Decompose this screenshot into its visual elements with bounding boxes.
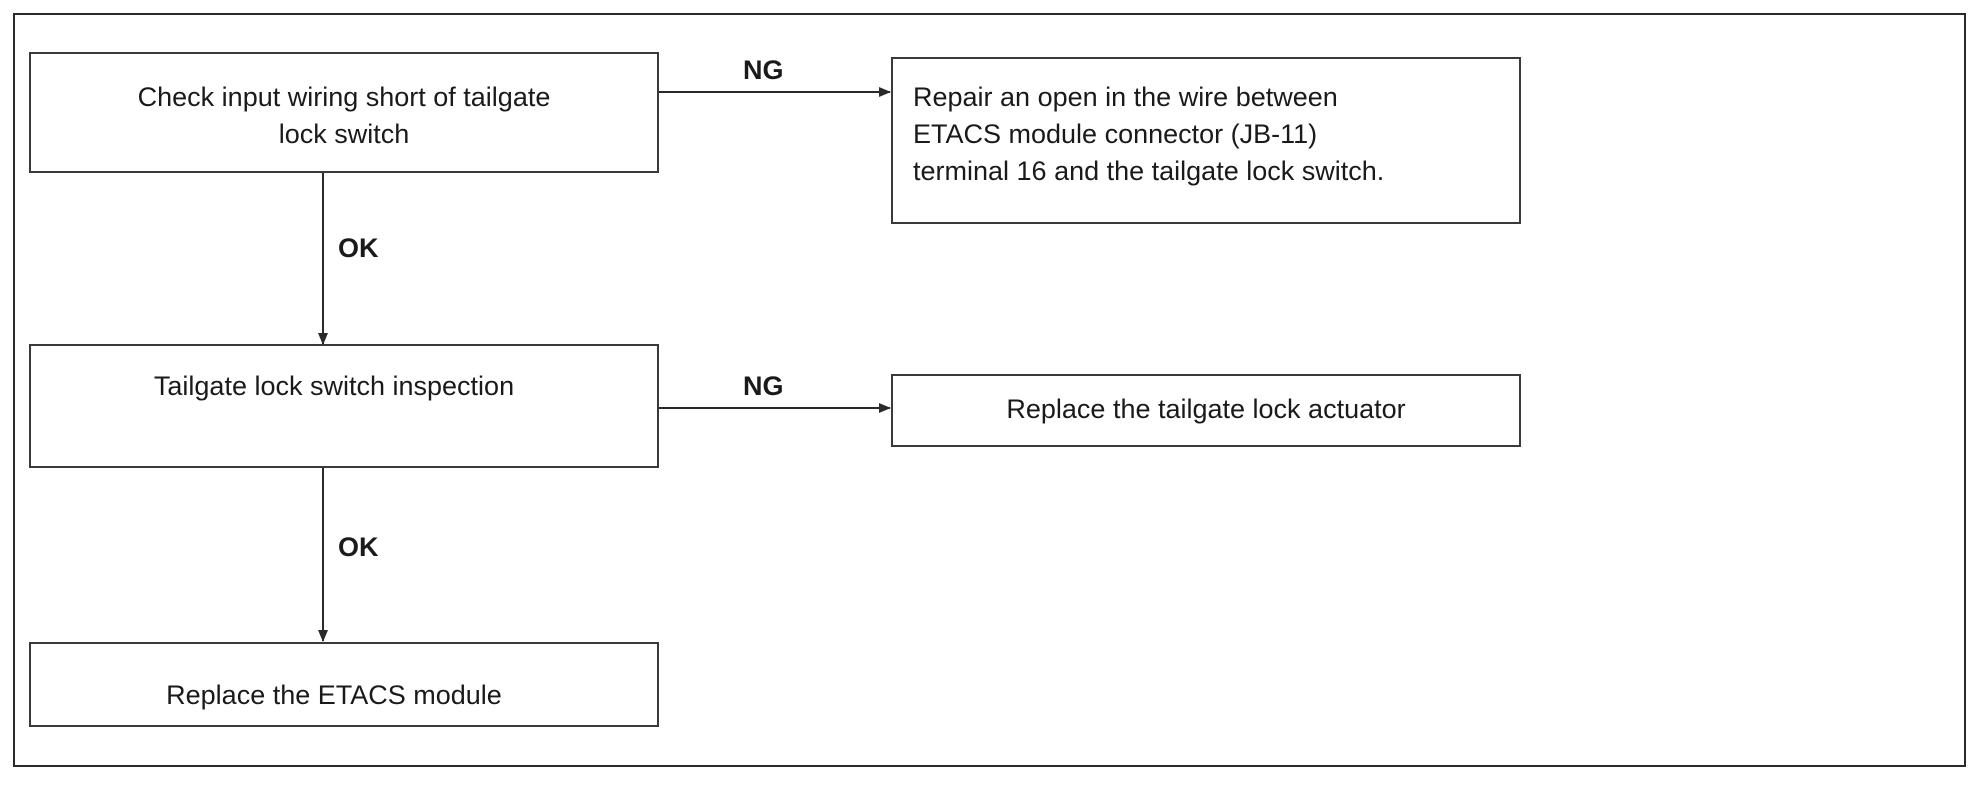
- replace-etacs-text: Replace the ETACS module: [166, 680, 502, 710]
- check-wiring-box: Check input wiring short of tailgate loc…: [29, 52, 659, 173]
- repair-open-text: Repair an open in the wire between ETACS…: [913, 82, 1385, 186]
- replace-etacs-box: Replace the ETACS module: [29, 642, 659, 727]
- diagram-frame: [13, 13, 1966, 767]
- switch-inspection-box: Tailgate lock switch inspection: [29, 344, 659, 468]
- ok-label-2: OK: [338, 532, 379, 562]
- ng-label-1: NG: [743, 55, 784, 85]
- switch-inspection-text: Tailgate lock switch inspection: [153, 371, 515, 401]
- repair-open-box: Repair an open in the wire between ETACS…: [891, 57, 1521, 224]
- check-wiring-text: Check input wiring short of tailgate loc…: [137, 82, 551, 149]
- ng-label-2: NG: [743, 371, 784, 401]
- replace-actuator-text: Replace the tailgate lock actuator: [1006, 394, 1406, 424]
- ok-label-1: OK: [338, 233, 379, 263]
- replace-actuator-box: Replace the tailgate lock actuator: [891, 374, 1521, 447]
